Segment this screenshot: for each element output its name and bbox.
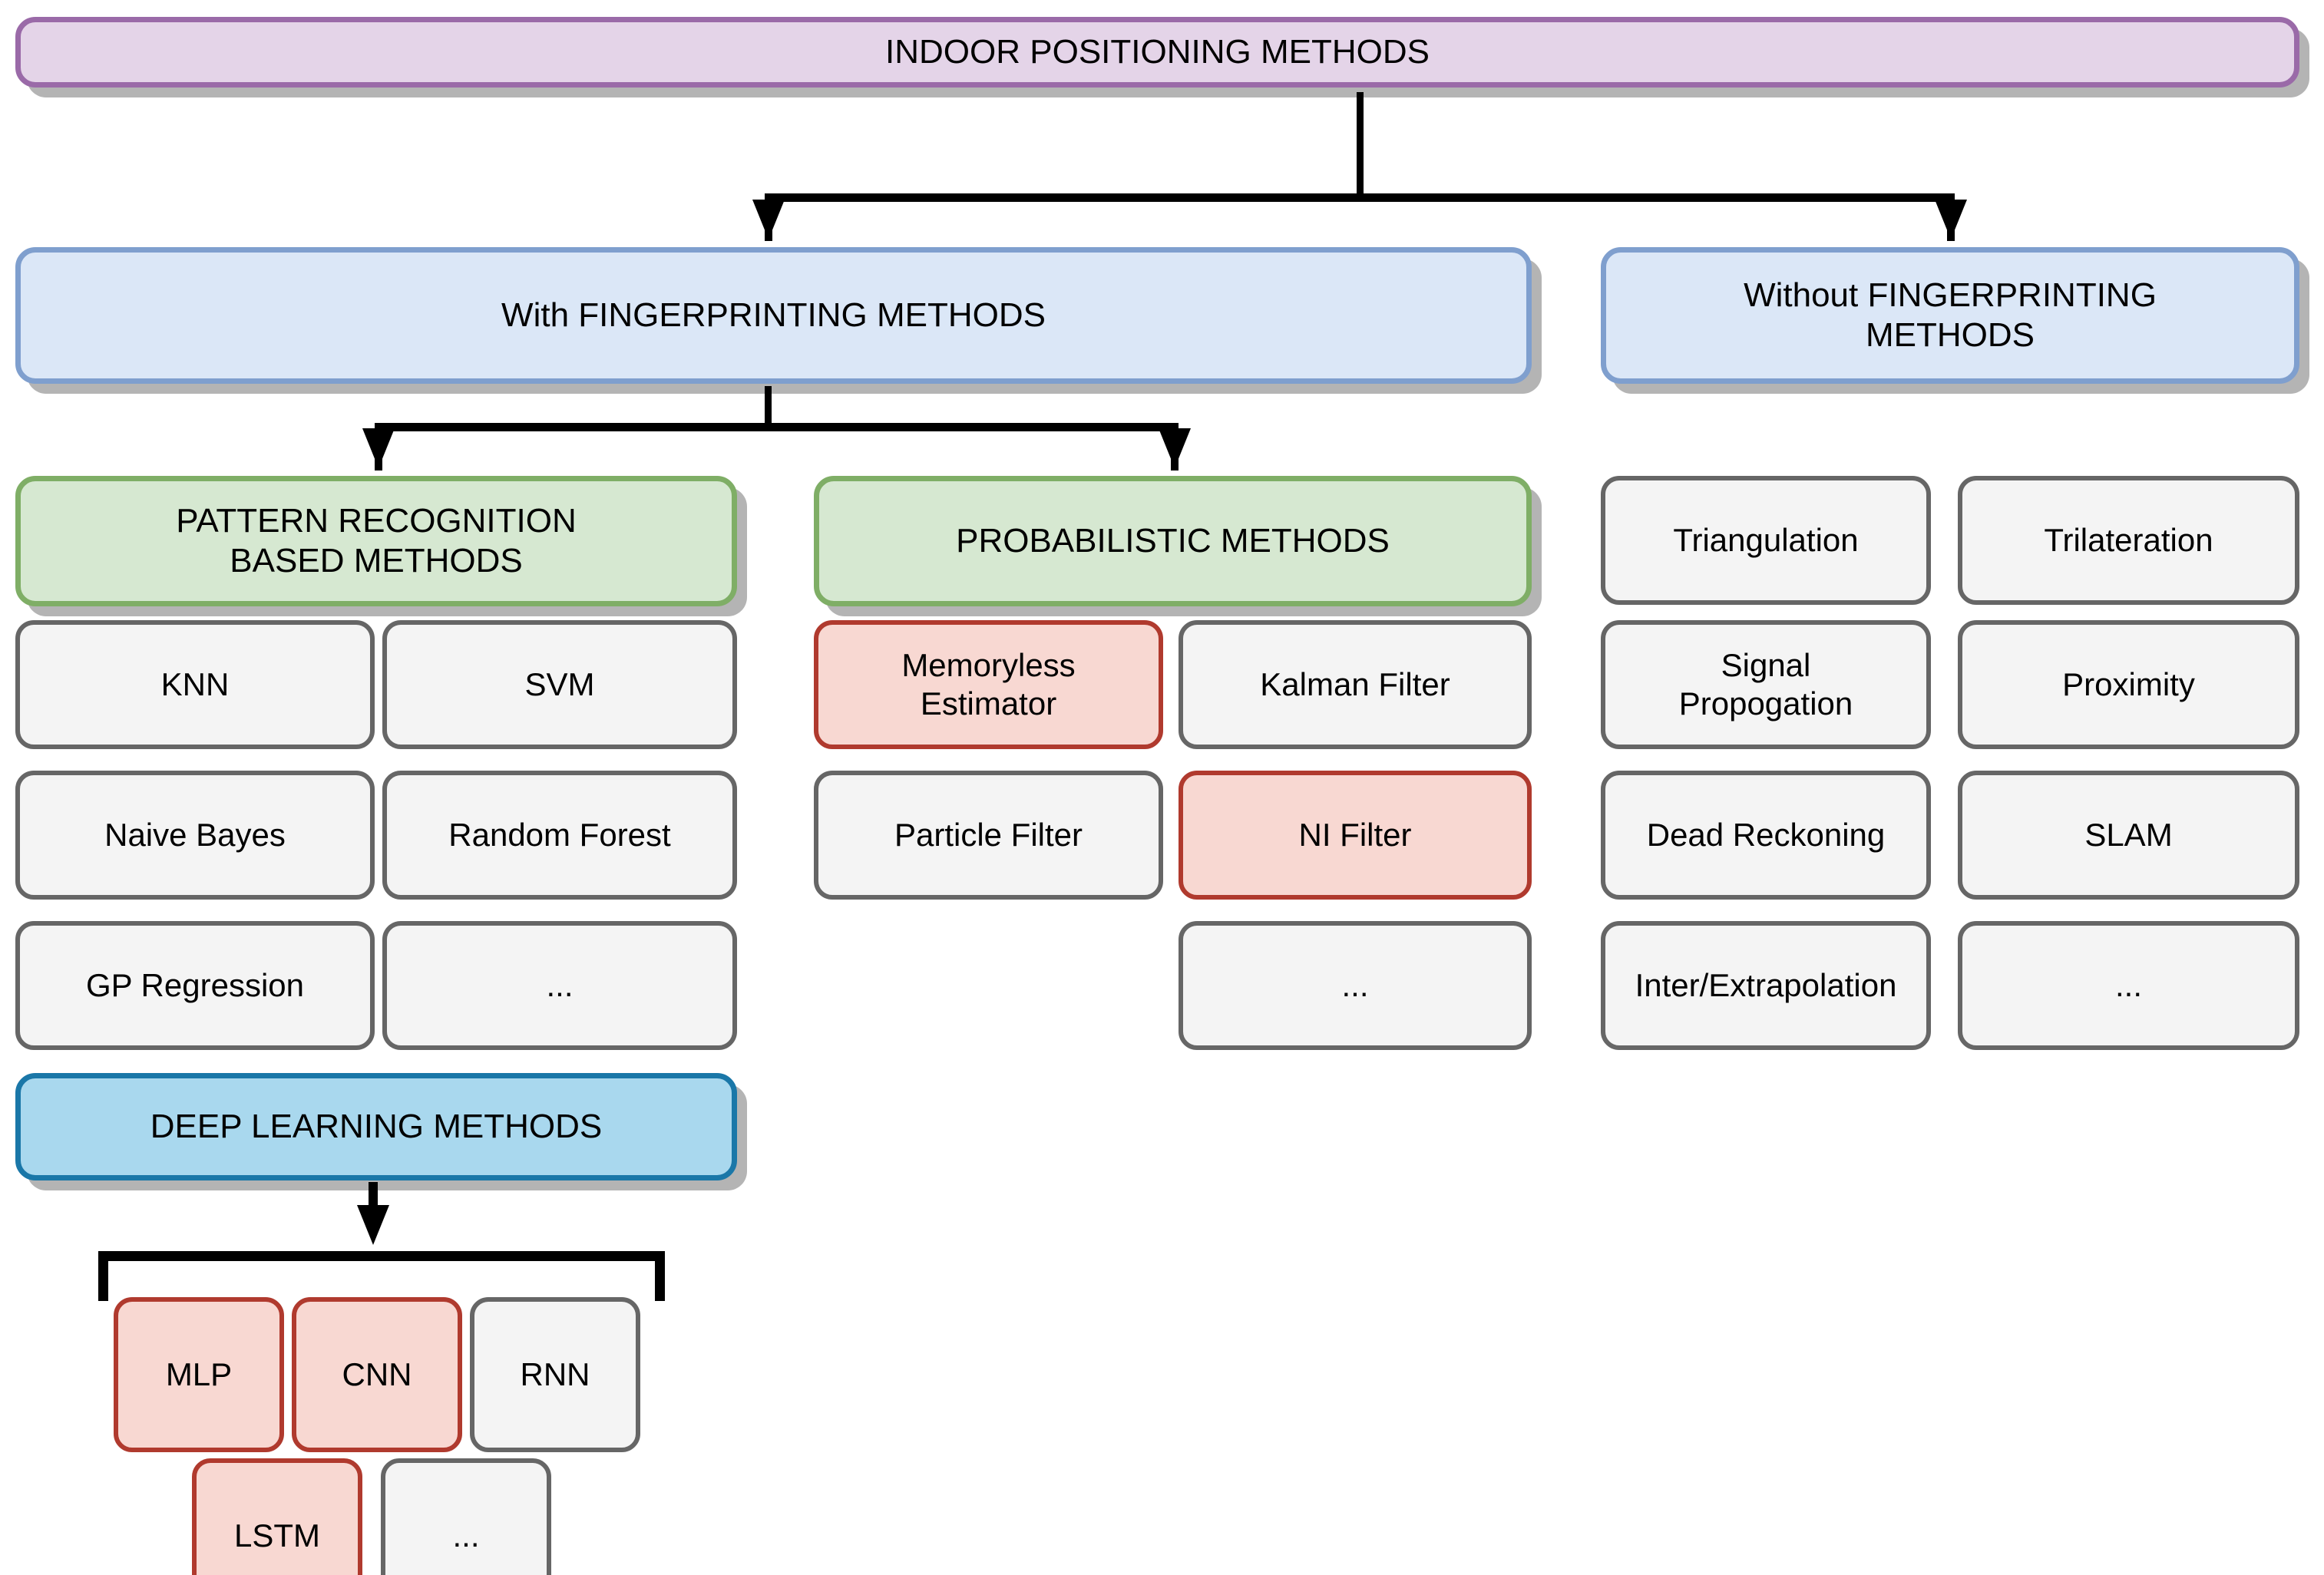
leaf-gp-regression[interactable]: GP Regression <box>15 921 375 1050</box>
node-probabilistic-methods[interactable]: PROBABILISTIC METHODS <box>814 476 1532 606</box>
leaf-pattern-more[interactable]: ... <box>382 921 737 1050</box>
leaf-slam[interactable]: SLAM <box>1958 771 2299 900</box>
leaf-memoryless-estimator[interactable]: Memoryless Estimator <box>814 620 1163 749</box>
connector-fp-bar <box>375 423 1179 431</box>
arrow-to-probabilistic <box>1159 428 1191 468</box>
node-pattern-recognition-based-methods[interactable]: PATTERN RECOGNITION BASED METHODS <box>15 476 737 606</box>
node-without-fingerprinting-methods[interactable]: Without FINGERPRINTING METHODS <box>1601 247 2299 384</box>
leaf-dead-reckoning[interactable]: Dead Reckoning <box>1601 771 1931 900</box>
leaf-inter-extrapolation[interactable]: Inter/Extrapolation <box>1601 921 1931 1050</box>
arrow-to-pattern-recognition <box>362 428 395 468</box>
leaf-cnn[interactable]: CNN <box>292 1297 462 1452</box>
leaf-deep-learning-more[interactable]: ... <box>381 1458 551 1575</box>
leaf-naive-bayes[interactable]: Naive Bayes <box>15 771 375 900</box>
connector-fp-stem <box>765 386 772 428</box>
leaf-rnn[interactable]: RNN <box>470 1297 640 1452</box>
node-deep-learning-methods[interactable]: DEEP LEARNING METHODS <box>15 1073 737 1180</box>
leaf-random-forest[interactable]: Random Forest <box>382 771 737 900</box>
connector-root-bar <box>765 193 1955 202</box>
arrow-to-deep-learning-leaves <box>357 1205 389 1245</box>
connector-dl-stem <box>369 1182 378 1207</box>
leaf-lstm[interactable]: LSTM <box>192 1458 362 1575</box>
leaf-triangulation[interactable]: Triangulation <box>1601 476 1931 605</box>
node-indoor-positioning-methods[interactable]: INDOOR POSITIONING METHODS <box>15 17 2299 88</box>
arrow-to-without-fingerprinting <box>1935 200 1967 239</box>
connector-root-stem <box>1357 92 1364 198</box>
connector-dl-tick-right <box>655 1251 665 1301</box>
leaf-kalman-filter[interactable]: Kalman Filter <box>1179 620 1532 749</box>
leaf-proximity[interactable]: Proximity <box>1958 620 2299 749</box>
leaf-trilateration[interactable]: Trilateration <box>1958 476 2299 605</box>
connector-dl-bar <box>98 1251 665 1261</box>
connector-dl-tick-left <box>98 1251 108 1301</box>
leaf-probabilistic-more[interactable]: ... <box>1179 921 1532 1050</box>
leaf-ni-filter[interactable]: NI Filter <box>1179 771 1532 900</box>
leaf-signal-propogation[interactable]: Signal Propogation <box>1601 620 1931 749</box>
leaf-knn[interactable]: KNN <box>15 620 375 749</box>
node-with-fingerprinting-methods[interactable]: With FINGERPRINTING METHODS <box>15 247 1532 384</box>
leaf-svm[interactable]: SVM <box>382 620 737 749</box>
leaf-without-fingerprinting-more[interactable]: ... <box>1958 921 2299 1050</box>
leaf-mlp[interactable]: MLP <box>114 1297 284 1452</box>
leaf-particle-filter[interactable]: Particle Filter <box>814 771 1163 900</box>
arrow-to-with-fingerprinting <box>752 200 785 239</box>
